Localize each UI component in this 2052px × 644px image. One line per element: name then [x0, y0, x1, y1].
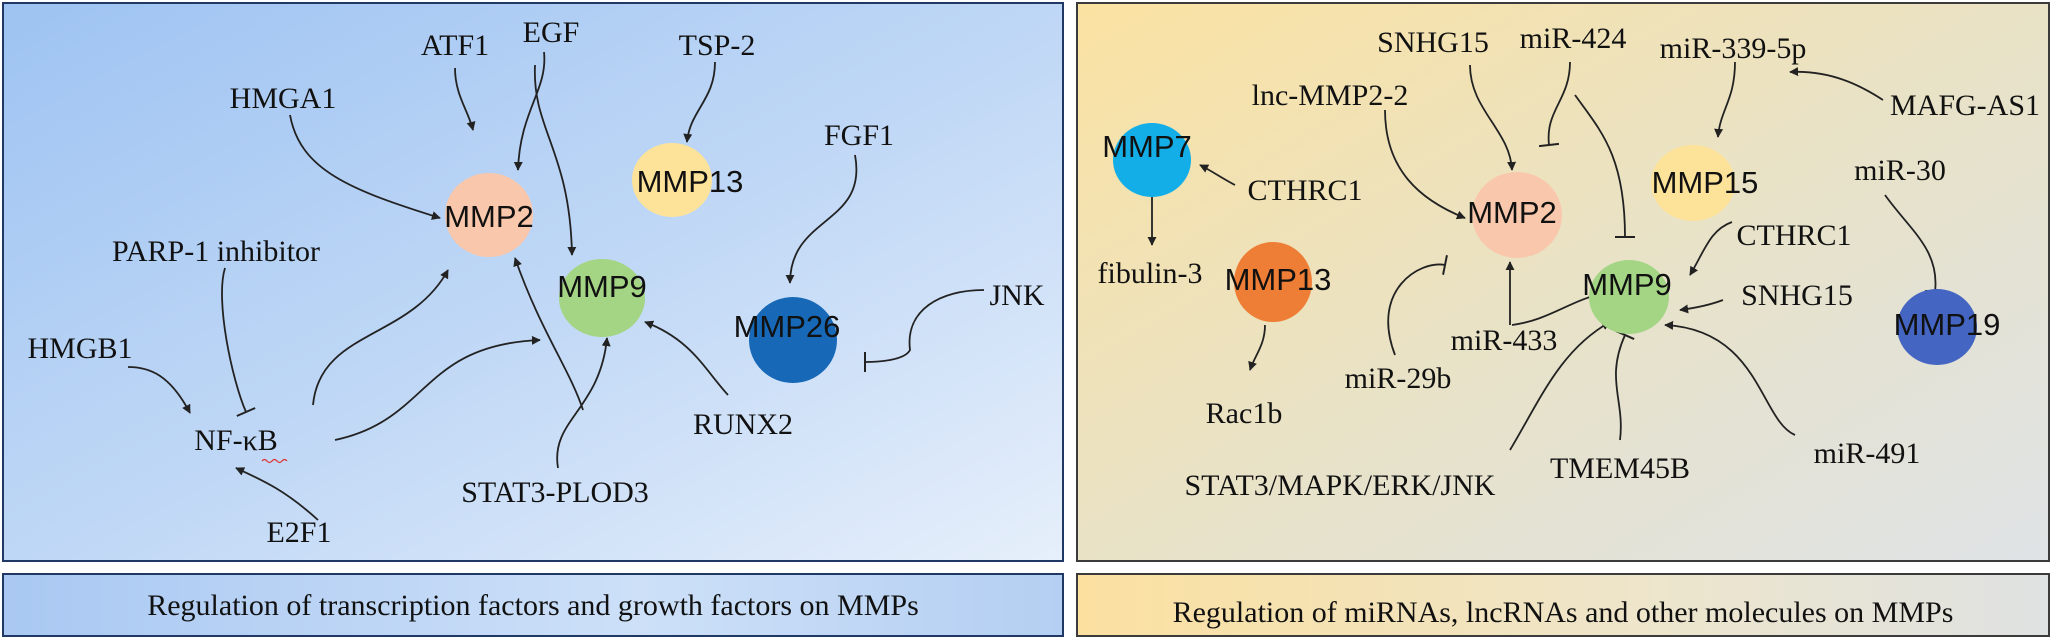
right-caption-box: Regulation of miRNAs, lncRNAs and other …: [1076, 573, 2050, 637]
edge-egf-mmp9: [534, 64, 577, 256]
right-edges: [1147, 61, 1946, 451]
edge-mir491-mmp9: [1664, 320, 1796, 436]
edge-mir424-mmp2: [1538, 61, 1571, 148]
edge-nfkb-mmp2: [312, 269, 449, 406]
left-stat3-plod3-label: STAT3-PLOD3: [461, 476, 649, 509]
right-mmp13-node: [1234, 242, 1312, 322]
right-mmp9-node: [1589, 260, 1669, 334]
left-runx2-label: RUNX2: [693, 408, 793, 441]
left-mmp13-label: MMP13: [637, 164, 744, 199]
right-cthrc1-label-2: CTHRC1: [1736, 219, 1851, 252]
left-hmga1-label: HMGA1: [230, 82, 337, 115]
left-jnk-label: JNK: [989, 279, 1044, 312]
right-mmp2-label: MMP2: [1467, 195, 1557, 230]
right-mmp2-node: [1472, 172, 1562, 258]
edge-snhg15-mmp9: [1679, 299, 1724, 314]
left-mmp13-node: [632, 143, 712, 217]
left-hmgb1-label: HMGB1: [27, 332, 132, 365]
left-mmp9-node: [559, 259, 645, 337]
edge-lncmmp2-mmp2: [1384, 109, 1466, 220]
edge-mir29b-mmp2: [1387, 254, 1448, 356]
edge-atf1-mmp2: [454, 67, 476, 131]
left-atf1-label: ATF1: [421, 29, 489, 62]
left-tsp2-label: TSP-2: [679, 29, 756, 62]
right-mmp19-node: [1897, 289, 1977, 365]
right-mmp19-label: MMP19: [1894, 307, 2001, 342]
right-mmp7-node: [1113, 123, 1191, 197]
edge-nfkb-mmp9: [334, 335, 541, 441]
edge-mir339-mmp15: [1714, 61, 1736, 138]
edge-e2f1-nfkb: [235, 467, 319, 521]
edge-mir30-mmp19: [1884, 194, 1946, 295]
right-lnc-mmp2-2-label: lnc-MMP2-2: [1252, 79, 1409, 112]
right-mir339-5p-label: miR-339-5p: [1660, 32, 1807, 65]
left-egf-label: EGF: [523, 16, 580, 49]
edge-tmem45b-mmp9: [1615, 330, 1635, 441]
right-tmem45b-label: TMEM45B: [1550, 452, 1690, 485]
edge-cthrc1-mmp9: [1689, 221, 1733, 276]
left-e2f1-label: E2F1: [266, 516, 331, 549]
edge-mafgas1-mir339: [1789, 67, 1884, 101]
left-mmp2-node: [445, 173, 533, 257]
right-panel: MMP7 MMP2 MMP15 MMP9 MMP13 MMP19 SNHG15 …: [1076, 2, 2050, 562]
right-snhg15-label-2: SNHG15: [1741, 279, 1853, 312]
edge-cthrc1-mmp7: [1199, 164, 1236, 186]
edge-stat3-mmp9: [556, 337, 611, 469]
left-mmp2-label: MMP2: [444, 199, 534, 234]
left-mmp26-node: [749, 297, 837, 383]
left-panel: MMP2 MMP9 MMP13 MMP26 ATF1 EGF TSP-2 HMG…: [2, 2, 1064, 562]
right-mmp13-label: MMP13: [1225, 262, 1332, 297]
right-mafg-as1-label: MAFG-AS1: [1890, 89, 2040, 122]
right-mmp15-node: [1651, 145, 1735, 221]
right-mir424-label: miR-424: [1520, 22, 1627, 55]
right-caption-frame: [1076, 573, 2050, 637]
right-caption-text: Regulation of miRNAs, lncRNAs and other …: [1173, 596, 1954, 629]
right-stat3-mapk-erk-jnk-label: STAT3/MAPK/ERK/JNK: [1185, 469, 1496, 502]
right-mmp9-label: MMP9: [1582, 267, 1672, 302]
edge-stat3mapk-mmp9: [1509, 321, 1611, 451]
right-mir29b-label: miR-29b: [1345, 362, 1452, 395]
edge-mmp13-rac1b: [1248, 324, 1266, 371]
left-mmp26-label: MMP26: [734, 309, 841, 344]
left-caption-frame: [2, 573, 1064, 637]
edge-stat3-mmp2: [513, 257, 584, 411]
right-cthrc1-label-1: CTHRC1: [1247, 174, 1362, 207]
edge-mir424-mmp9: [1574, 94, 1636, 239]
spellcheck-underline: [261, 458, 288, 464]
right-mir433-label: miR-433: [1451, 324, 1558, 357]
right-snhg15-label-1: SNHG15: [1377, 26, 1489, 59]
edge-jnk-mmp26: [863, 289, 985, 373]
edge-snhg15-mmp2: [1469, 64, 1517, 171]
left-caption-text: Regulation of transcription factors and …: [147, 589, 919, 622]
left-edges: [127, 51, 985, 521]
left-fgf1-label: FGF1: [824, 119, 894, 152]
edge-parp1-nfkb: [221, 267, 256, 417]
left-caption-box: Regulation of transcription factors and …: [2, 573, 1064, 637]
left-mmp9-label: MMP9: [557, 269, 647, 304]
right-rac1b-label: Rac1b: [1206, 397, 1283, 430]
edge-egf-mmp2: [513, 51, 546, 171]
right-mmp7-label: MMP7: [1102, 129, 1192, 164]
edge-tsp2-mmp13: [683, 61, 716, 143]
left-panel-frame: [2, 2, 1064, 562]
left-parp1-inhibitor-label: PARP-1 inhibitor: [112, 235, 320, 268]
edge-fgf1-mmp26: [785, 154, 858, 284]
right-mmp15-label: MMP15: [1652, 165, 1759, 200]
right-mir491-label: miR-491: [1814, 437, 1921, 470]
edge-runx2-mmp9: [644, 320, 729, 396]
right-mir30-label: miR-30: [1854, 154, 1946, 187]
left-nfkb-label: NF-κB: [194, 424, 277, 457]
edge-hmga1-mmp2: [289, 114, 441, 220]
edge-hmgb1-nfkb: [127, 366, 191, 414]
right-fibulin3-label: fibulin-3: [1098, 257, 1203, 290]
